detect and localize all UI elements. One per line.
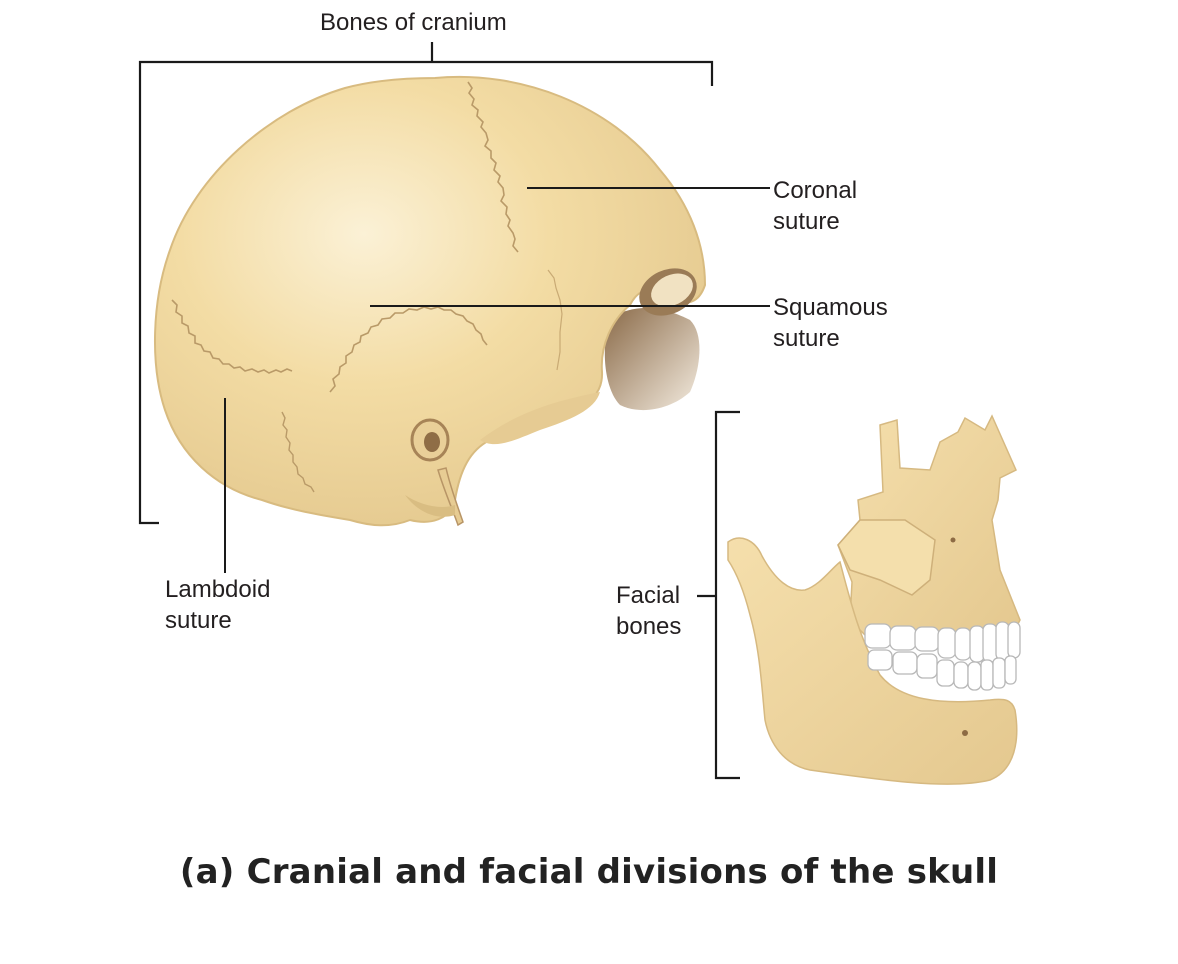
coronal-suture-label: Coronal suture — [773, 175, 857, 237]
figure-caption: (a) Cranial and facial divisions of the … — [0, 852, 1178, 892]
cranium — [155, 77, 705, 525]
coronal-suture-label-line1: Coronal — [773, 175, 857, 206]
skull-diagram — [0, 0, 1178, 840]
lambdoid-suture-label: Lambdoid suture — [165, 574, 270, 636]
facial-bones-illustration — [728, 416, 1020, 784]
squamous-suture-label-line2: suture — [773, 323, 888, 354]
facial-bones-label-line1: Facial — [616, 580, 681, 611]
lambdoid-suture-label-line2: suture — [165, 605, 270, 636]
facial-bones-label-line2: bones — [616, 611, 681, 642]
bones-of-cranium-label: Bones of cranium — [320, 7, 507, 38]
lambdoid-suture-label-line1: Lambdoid — [165, 574, 270, 605]
nasal-cavity-shadow — [605, 308, 700, 410]
facial-bones-label: Facial bones — [616, 580, 681, 642]
squamous-suture-label: Squamous suture — [773, 292, 888, 354]
coronal-suture-label-line2: suture — [773, 206, 857, 237]
squamous-suture-label-line1: Squamous — [773, 292, 888, 323]
facial-bracket — [697, 412, 740, 778]
